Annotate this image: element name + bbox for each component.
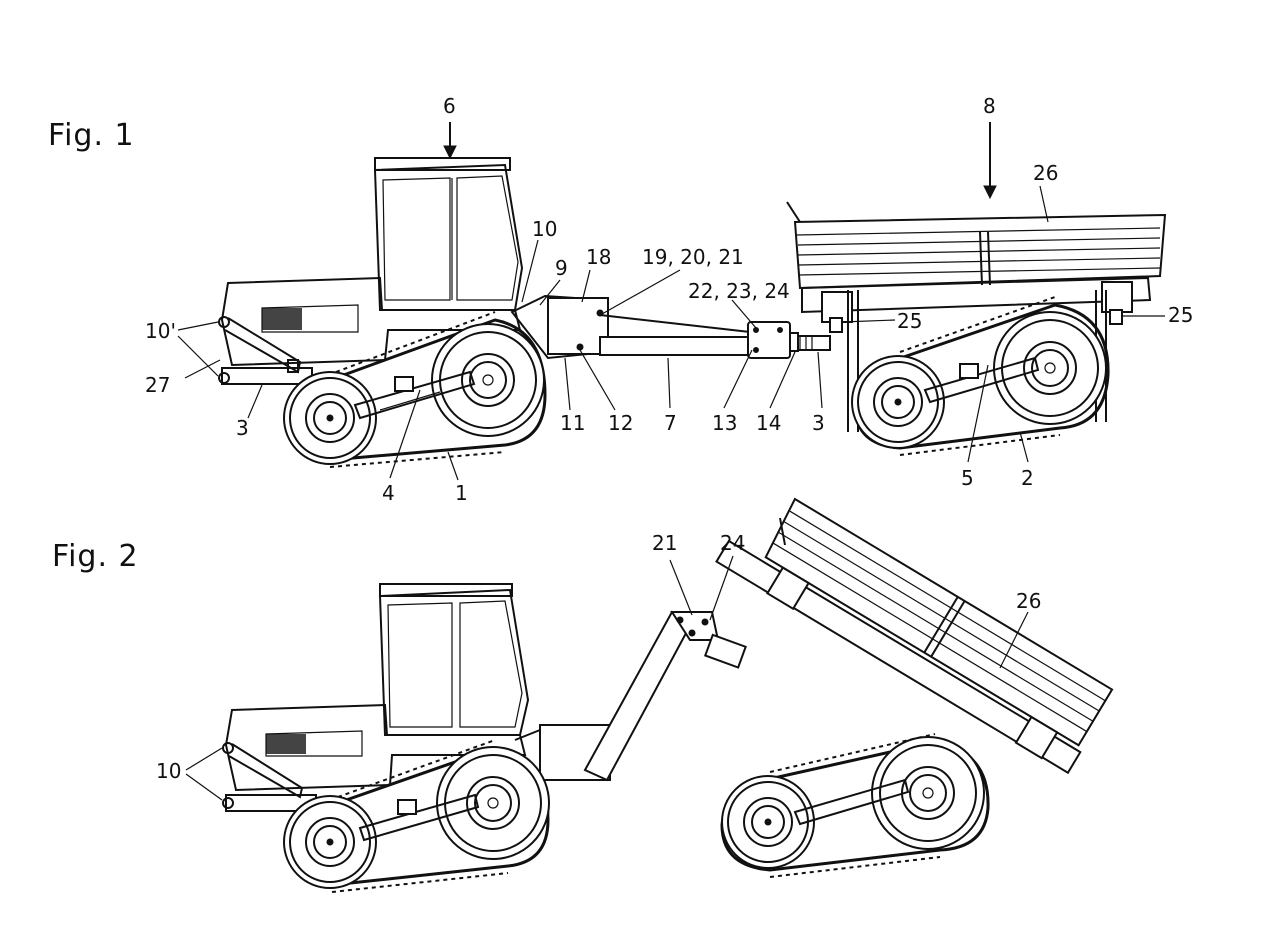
label-9: 9 bbox=[555, 256, 568, 280]
fig1-cab-roof bbox=[374, 157, 511, 171]
label-4: 4 bbox=[382, 481, 395, 505]
fig2-cab bbox=[378, 588, 530, 736]
fig2-leader-lines bbox=[185, 555, 1029, 801]
label-13: 13 bbox=[712, 411, 737, 435]
label-7: 7 bbox=[664, 411, 677, 435]
label-21: 21 bbox=[652, 531, 677, 555]
fig1-trailer bbox=[786, 201, 1167, 456]
label-10-prime: 10' bbox=[145, 319, 176, 343]
fig1-cab bbox=[373, 163, 524, 311]
label-27: 27 bbox=[145, 373, 170, 397]
figure-1: Fig. 1 bbox=[48, 94, 1193, 505]
fig2-engine-hood bbox=[224, 703, 527, 792]
fig1-drawbar-joint bbox=[747, 321, 791, 359]
label-26-fig2: 26 bbox=[1016, 589, 1041, 613]
figure-2: Fig. 2 bbox=[52, 497, 1114, 893]
label-25-left: 25 bbox=[897, 309, 922, 333]
label-11: 11 bbox=[560, 411, 585, 435]
label-2: 2 bbox=[1021, 466, 1034, 490]
label-10-fig2: 10 bbox=[156, 759, 181, 783]
fig1-reference-labels: 6 8 26 10 9 18 19, 20, 21 22, 23, 24 25 … bbox=[145, 94, 1193, 505]
label-6: 6 bbox=[443, 94, 456, 118]
label-26: 26 bbox=[1033, 161, 1058, 185]
fig2-lift-arm bbox=[583, 610, 747, 782]
fig1-leader-lines bbox=[177, 122, 1165, 481]
label-22-23-24: 22, 23, 24 bbox=[688, 279, 790, 303]
fig2-cab-roof bbox=[379, 583, 513, 597]
fig2-dump-body bbox=[764, 497, 1114, 747]
fig2-drive-wheel bbox=[436, 746, 550, 860]
figure-1-title: Fig. 1 bbox=[48, 118, 135, 153]
label-14: 14 bbox=[756, 411, 781, 435]
label-3-front: 3 bbox=[236, 416, 249, 440]
label-1: 1 bbox=[455, 481, 468, 505]
label-8: 8 bbox=[983, 94, 996, 118]
fig2-tractor bbox=[222, 583, 611, 893]
label-24: 24 bbox=[720, 531, 745, 555]
fig2-trailer-rear-wheel bbox=[871, 736, 985, 850]
label-5: 5 bbox=[961, 466, 974, 490]
fig1-tractor bbox=[218, 157, 610, 468]
fig2-trailer bbox=[715, 497, 1114, 878]
fig1-drive-wheel bbox=[431, 323, 545, 437]
label-25-right: 25 bbox=[1168, 303, 1193, 327]
fig2-reference-labels: 21 24 26 10 bbox=[156, 531, 1041, 783]
figure-2-title: Fig. 2 bbox=[52, 539, 139, 574]
label-10: 10 bbox=[532, 217, 557, 241]
label-12: 12 bbox=[608, 411, 633, 435]
fig2-chassis bbox=[715, 539, 1082, 775]
fig2-grille bbox=[266, 734, 306, 754]
fig2-front-idler-wheel bbox=[283, 795, 377, 889]
fig1-drawbar bbox=[599, 314, 831, 359]
label-19-20-21: 19, 20, 21 bbox=[642, 245, 744, 269]
fig2-arm-beam bbox=[583, 610, 694, 782]
fig1-dump-body bbox=[793, 213, 1167, 290]
label-18: 18 bbox=[586, 245, 611, 269]
fig1-trailer-rear-wheel bbox=[993, 311, 1107, 425]
fig1-engine-hood bbox=[220, 276, 522, 367]
label-3-rear: 3 bbox=[812, 411, 825, 435]
fig1-drawbar-tube bbox=[599, 336, 751, 356]
fig1-grille bbox=[262, 308, 302, 330]
